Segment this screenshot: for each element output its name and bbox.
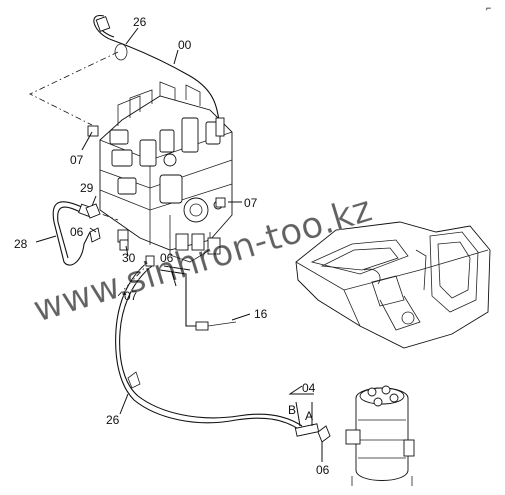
leader-00-dashed [29,51,119,126]
label-07-low: 07 [124,289,138,303]
label-07-left: 07 [70,153,84,167]
fitting-07-right [215,197,226,208]
leader-07-dashed [115,261,151,299]
label-06-bottom: 06 [316,463,330,477]
label-26-top: 26 [133,15,147,29]
fitting-07-left [87,125,99,137]
label-16: 16 [254,307,268,321]
leader-lines [35,27,323,462]
fitting-06-left [89,227,101,243]
label-00: 00 [178,38,192,52]
fitting-30 [119,239,129,251]
label-30: 30 [122,251,136,265]
label-07-right: 07 [244,196,258,210]
fitting-06-mid [145,255,155,267]
label-04: 04 [302,381,316,395]
hose-00 [93,15,225,137]
label-26-bottom: 26 [106,413,120,427]
center-joint [345,385,415,486]
excavator-upper-structure [295,221,491,349]
label-29: 29 [80,181,94,195]
part-labels: 00 26 07 29 06 28 07 30 06 07 16 04 B A … [14,15,330,477]
hose-lower [115,261,331,443]
label-port-a: A [305,409,313,423]
hose-16 [159,265,237,331]
corner-mark: ⌐ [486,3,491,13]
label-06-mid: 06 [160,251,174,265]
label-port-b: B [288,403,296,417]
label-28: 28 [14,237,28,251]
label-06-left: 06 [70,225,84,239]
